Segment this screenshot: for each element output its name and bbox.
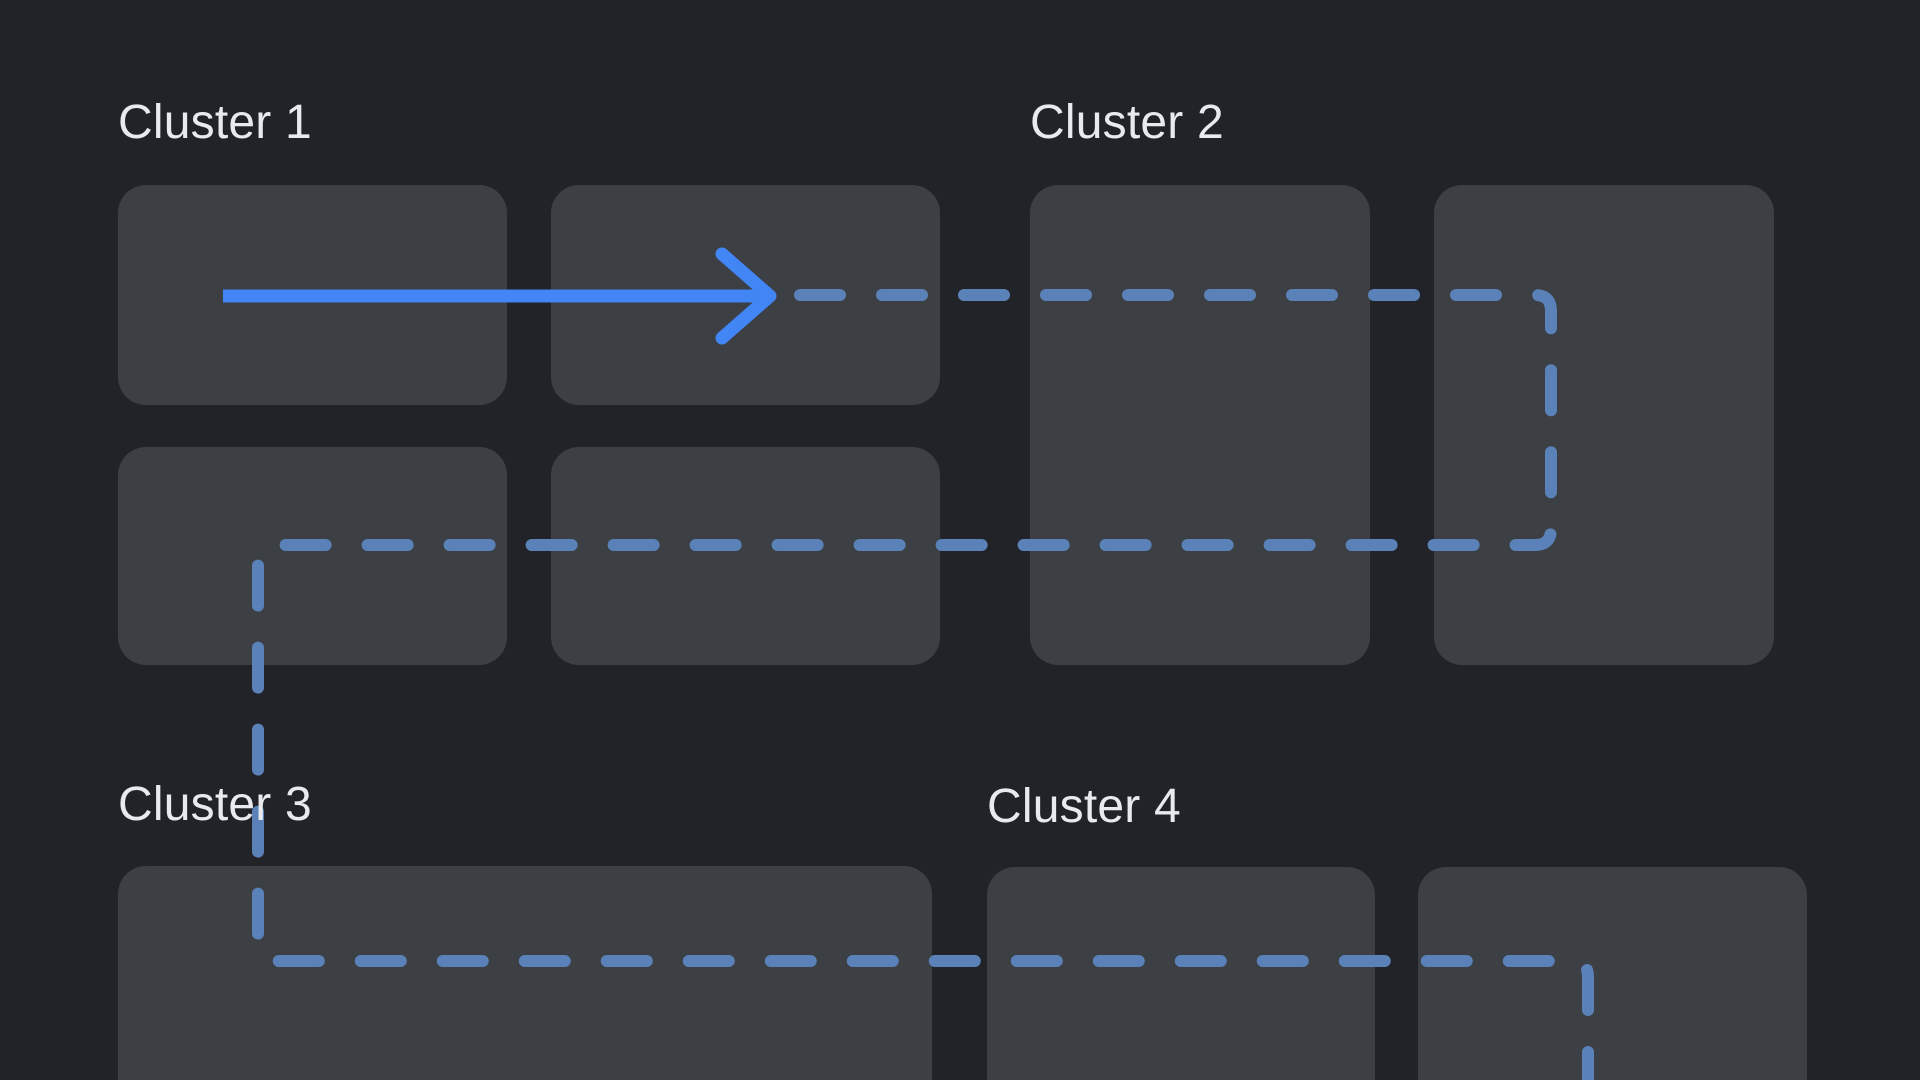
cluster-2-label: Cluster 2 <box>1030 96 1224 149</box>
cluster-3-label: Cluster 3 <box>118 778 312 831</box>
cluster-4-label: Cluster 4 <box>987 780 1181 833</box>
cluster-1-label: Cluster 1 <box>118 96 312 149</box>
